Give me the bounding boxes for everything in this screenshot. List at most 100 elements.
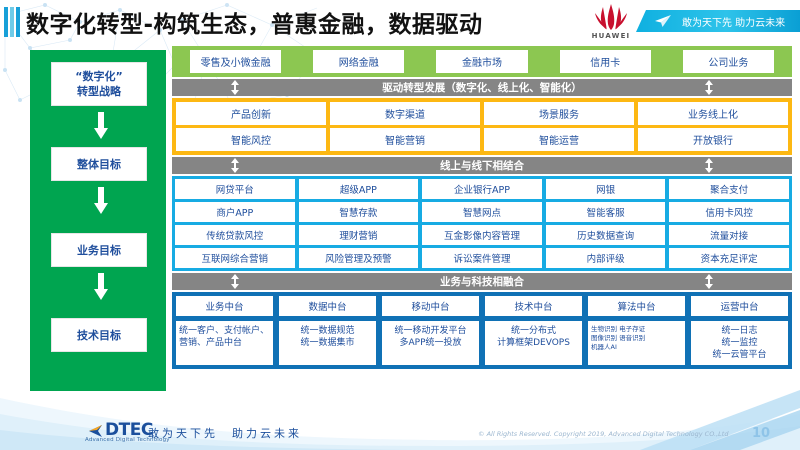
connector-arrow-left xyxy=(230,158,240,177)
connector-arrow-left xyxy=(230,80,240,99)
platform-detail-algorithm[interactable]: 生物识别 电子存证图像识别 语音识别机器人AI xyxy=(587,320,686,366)
platform-detail-tech[interactable]: 统一分布式计算框架DEVOPS xyxy=(484,320,583,366)
app-item-traffic-integration[interactable]: 流量对接 xyxy=(669,225,789,245)
business-line-row: 零售及小微金融 网络金融 金融市场 信用卡 公司业务 xyxy=(176,50,788,73)
platform-detail-data[interactable]: 统一数据规范统一数据集市 xyxy=(278,320,377,366)
app-item-online-lending[interactable]: 网贷平台 xyxy=(175,179,295,199)
business-item-credit-card[interactable]: 信用卡 xyxy=(559,50,651,73)
connector-bar-online-offline: 线上与线下相结合 xyxy=(172,157,792,174)
transform-item-smart-marketing[interactable]: 智能营销 xyxy=(330,128,480,151)
app-item-litigation-case-mgmt[interactable]: 诉讼案件管理 xyxy=(422,248,542,268)
transform-item-business-online[interactable]: 业务线上化 xyxy=(638,102,788,125)
transform-item-product-innovation[interactable]: 产品创新 xyxy=(176,102,326,125)
sidebar-item-label: 技术目标 xyxy=(77,328,121,342)
transformation-band: 产品创新 数字渠道 场景服务 业务线上化 智能风控 智能营销 智能运营 开放银行 xyxy=(172,98,792,155)
platform-detail-operation[interactable]: 统一日志统一监控统一云管平台 xyxy=(690,320,789,366)
dtec-tagline: Advanced Digital Technology xyxy=(85,437,170,443)
app-item-wealth-marketing[interactable]: 理财营销 xyxy=(298,225,419,245)
up-down-arrow-icon xyxy=(231,80,239,95)
transform-item-open-banking[interactable]: 开放银行 xyxy=(638,128,788,151)
platform-header-algorithm[interactable]: 算法中台 xyxy=(587,295,686,317)
app-item-capital-adequacy[interactable]: 资本充足评定 xyxy=(669,248,789,268)
app-item-credit-card-risk[interactable]: 信用卡风控 xyxy=(669,202,789,222)
sidebar-arrow-2 xyxy=(93,187,109,215)
app-item-smart-deposit[interactable]: 智慧存款 xyxy=(298,202,419,222)
business-item-retail[interactable]: 零售及小微金融 xyxy=(190,50,282,73)
slide-footer: DTEC Advanced Digital Technology 敢为天下先 助… xyxy=(0,404,800,450)
slide-header: 数字化转型-构筑生态，普惠金融，数据驱动 HUAWEI 敢为天下先 助力云未来 xyxy=(0,0,800,45)
down-arrow-icon xyxy=(94,273,108,300)
app-item-super-app[interactable]: 超级APP xyxy=(298,179,419,199)
platform-header-mobile[interactable]: 移动中台 xyxy=(381,295,480,317)
platform-band: 业务中台 数据中台 移动中台 技术中台 算法中台 运营中台 统一客户、支付帐户、… xyxy=(172,292,792,369)
title-accent-bar xyxy=(4,7,20,37)
sidebar-arrow-3 xyxy=(93,273,109,301)
application-row-3: 传统贷款风控 理财营销 互金影像内容管理 历史数据查询 流量对接 xyxy=(175,225,789,245)
sidebar-item-overall-goal[interactable]: 整体目标 xyxy=(51,147,147,181)
transform-item-scenario-service[interactable]: 场景服务 xyxy=(484,102,634,125)
application-row-1: 网贷平台 超级APP 企业银行APP 网银 聚合支付 xyxy=(175,179,789,199)
sidebar-item-label: 整体目标 xyxy=(77,157,121,171)
app-item-corporate-bank-app[interactable]: 企业银行APP xyxy=(422,179,542,199)
app-item-internet-marketing[interactable]: 互联网综合营销 xyxy=(175,248,295,268)
up-down-arrow-icon xyxy=(231,158,239,173)
application-row-2: 商户APP 智慧存款 智慧网点 智能客服 信用卡风控 xyxy=(175,202,789,222)
app-item-risk-mgmt-warning[interactable]: 风险管理及预警 xyxy=(298,248,419,268)
transform-item-digital-channel[interactable]: 数字渠道 xyxy=(330,102,480,125)
connector-bar-business-tech-fusion: 业务与科技相融合 xyxy=(172,273,792,290)
business-item-internet-finance[interactable]: 网络金融 xyxy=(313,50,405,73)
platform-detail-business[interactable]: 统一客户、支付帐户、营销、产品中台 xyxy=(175,320,274,366)
platform-detail-mobile[interactable]: 统一移动开发平台多APP统一投放 xyxy=(381,320,480,366)
connector-label: 驱动转型发展（数字化、线上化、智能化） xyxy=(382,82,582,94)
connector-arrow-right xyxy=(704,274,714,293)
platform-detail-row: 统一客户、支付帐户、营销、产品中台 统一数据规范统一数据集市 统一移动开发平台多… xyxy=(175,320,789,366)
app-item-online-banking[interactable]: 网银 xyxy=(545,179,666,199)
dtec-triangle-icon xyxy=(89,425,102,437)
page-number: 10 xyxy=(752,426,771,441)
platform-header-data[interactable]: 数据中台 xyxy=(278,295,377,317)
platform-header-business[interactable]: 业务中台 xyxy=(175,295,274,317)
up-down-arrow-icon xyxy=(705,274,713,289)
up-down-arrow-icon xyxy=(231,274,239,289)
sidebar-item-digital-strategy[interactable]: “数字化”转型战略 xyxy=(51,62,147,106)
huawei-wordmark: HUAWEI xyxy=(591,32,631,40)
app-item-merchant-app[interactable]: 商户APP xyxy=(175,202,295,222)
business-item-corporate[interactable]: 公司业务 xyxy=(682,50,775,73)
platform-detail-text: 统一客户、支付帐户、营销、产品中台 xyxy=(179,326,270,348)
dtec-wordmark: DTEC xyxy=(105,420,153,440)
architecture-stack: 零售及小微金融 网络金融 金融市场 信用卡 公司业务 驱动转型发展（数字化、线上… xyxy=(172,46,792,369)
sidebar-arrow-1 xyxy=(93,112,109,140)
app-item-traditional-loan-risk[interactable]: 传统贷款风控 xyxy=(175,225,295,245)
connector-label: 业务与科技相融合 xyxy=(440,276,524,288)
app-item-image-content-mgmt[interactable]: 互金影像内容管理 xyxy=(422,225,542,245)
app-item-smart-customer-service[interactable]: 智能客服 xyxy=(545,202,666,222)
page-title: 数字化转型-构筑生态，普惠金融，数据驱动 xyxy=(26,12,483,38)
app-item-history-data-query[interactable]: 历史数据查询 xyxy=(545,225,666,245)
connector-bar-drive-transformation: 驱动转型发展（数字化、线上化、智能化） xyxy=(172,79,792,96)
dtec-logo: DTEC xyxy=(88,420,153,440)
down-arrow-icon xyxy=(94,112,108,139)
copyright-text: © All Rights Reserved. Copyright 2019, A… xyxy=(478,430,729,438)
connector-arrow-right xyxy=(704,158,714,177)
strategy-sidebar: “数字化”转型战略 整体目标 业务目标 技术目标 xyxy=(30,50,166,391)
sidebar-item-label: 业务目标 xyxy=(77,243,121,257)
transform-item-smart-operation[interactable]: 智能运营 xyxy=(484,128,634,151)
connector-arrow-left xyxy=(230,274,240,293)
platform-header-operation[interactable]: 运营中台 xyxy=(690,295,789,317)
app-item-internal-rating[interactable]: 内部评级 xyxy=(545,248,666,268)
transform-item-smart-risk-control[interactable]: 智能风控 xyxy=(176,128,326,151)
sidebar-item-business-goal[interactable]: 业务目标 xyxy=(51,233,147,267)
up-down-arrow-icon xyxy=(705,80,713,95)
footer-slogan: 敢为天下先 助力云未来 xyxy=(148,427,302,440)
sidebar-item-label: “数字化”转型战略 xyxy=(75,70,123,98)
platform-header-row: 业务中台 数据中台 移动中台 技术中台 算法中台 运营中台 xyxy=(175,295,789,317)
business-item-financial-market[interactable]: 金融市场 xyxy=(436,50,528,73)
huawei-logo: HUAWEI xyxy=(588,3,634,41)
platform-header-tech[interactable]: 技术中台 xyxy=(484,295,583,317)
paper-plane-icon xyxy=(655,15,671,27)
transformation-row-2: 智能风控 智能营销 智能运营 开放银行 xyxy=(176,128,788,151)
app-item-smart-branch[interactable]: 智慧网点 xyxy=(422,202,542,222)
app-item-aggregate-payment[interactable]: 聚合支付 xyxy=(669,179,789,199)
sidebar-item-tech-goal[interactable]: 技术目标 xyxy=(51,318,147,352)
